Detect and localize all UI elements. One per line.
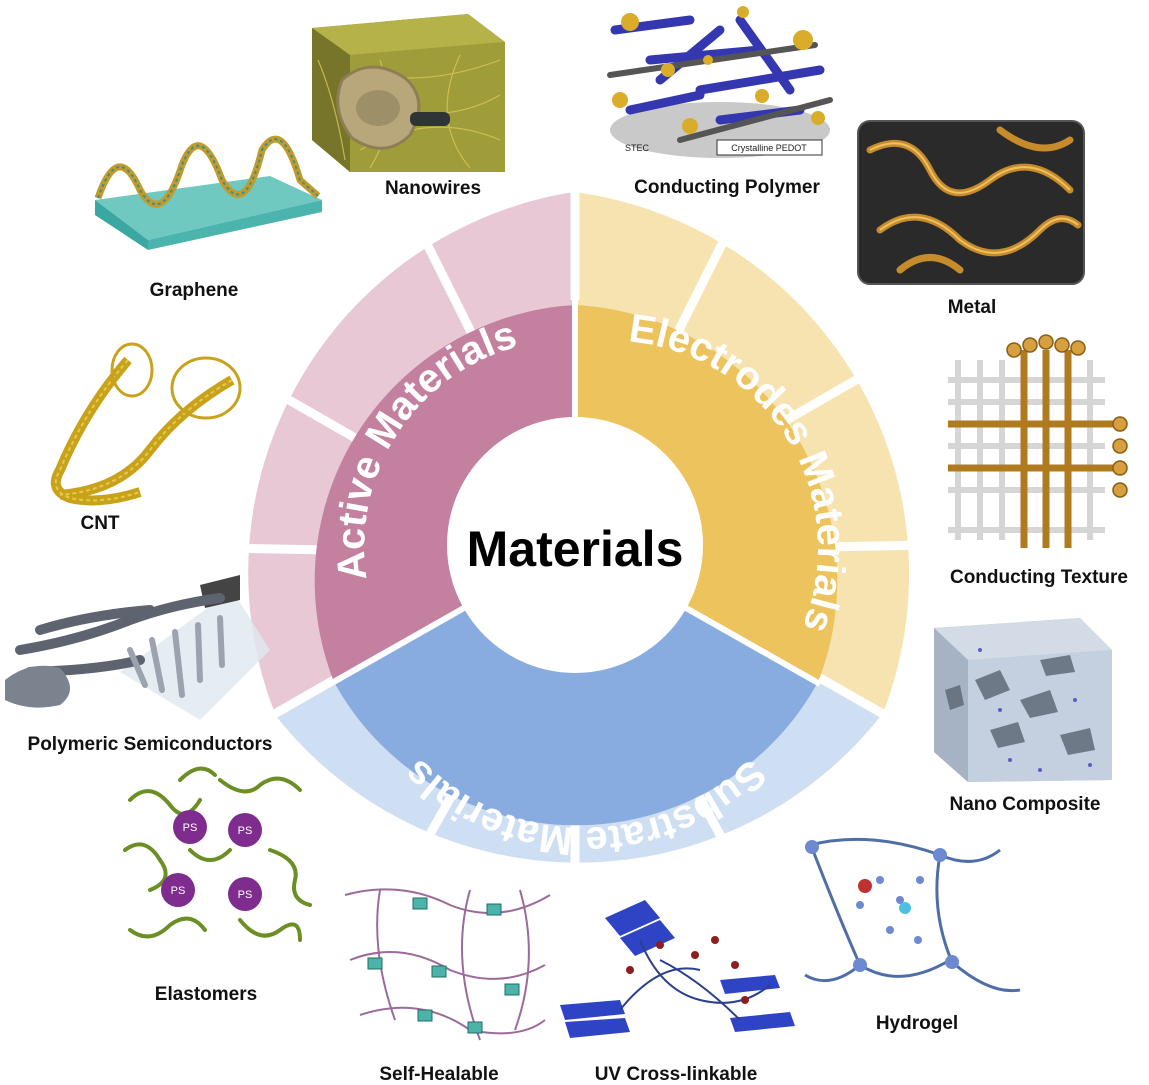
metal-illustration bbox=[857, 120, 1085, 285]
uv-cross-linkable-illustration bbox=[560, 900, 795, 1038]
conducting-polymer-label: Conducting Polymer bbox=[634, 177, 820, 198]
graphene-illustration bbox=[94, 135, 322, 250]
crystalline-pedot-caption: Crystalline PEDOT bbox=[731, 143, 807, 153]
electrodes-sector bbox=[575, 305, 838, 682]
nanowires-label: Nanowires bbox=[385, 178, 481, 199]
ps-bead-label: PS bbox=[238, 825, 253, 837]
metal-label: Metal bbox=[948, 297, 997, 318]
ps-beads bbox=[161, 810, 262, 911]
nano-composite-label: Nano Composite bbox=[950, 794, 1101, 815]
hydrogel-label: Hydrogel bbox=[876, 1013, 958, 1034]
conducting-polymer-illustration: STEC Crystalline PEDOT bbox=[606, 0, 833, 158]
ps-bead-label: PS bbox=[238, 889, 253, 901]
center-disc bbox=[447, 417, 703, 673]
polymeric-semiconductors-illustration bbox=[5, 575, 270, 720]
center-label: Materials bbox=[467, 521, 684, 577]
uv-cross-linkable-label: UV Cross-linkable bbox=[595, 1064, 758, 1085]
elastomers-label: Elastomers bbox=[155, 984, 257, 1005]
stec-caption: STEC bbox=[625, 143, 650, 153]
self-healable-illustration bbox=[344, 888, 551, 1041]
ps-bead-label: PS bbox=[183, 822, 198, 834]
graphene-label: Graphene bbox=[150, 280, 239, 301]
conducting-texture-illustration bbox=[948, 334, 1128, 548]
nano-composite-illustration bbox=[934, 618, 1112, 782]
cnt-label: CNT bbox=[80, 513, 119, 534]
polymeric-semiconductors-label: Polymeric Semiconductors bbox=[28, 734, 273, 755]
cnt-illustration bbox=[50, 342, 242, 506]
ring-wheel: Materials Active Materials Electrodes Ma… bbox=[220, 192, 931, 905]
active-sector bbox=[314, 305, 575, 682]
hydrogel-illustration bbox=[804, 837, 1021, 993]
ps-bead-label: PS bbox=[171, 885, 186, 897]
nanowires-illustration bbox=[312, 14, 505, 172]
elastomers-illustration: PS PS PS PS bbox=[123, 766, 312, 942]
conducting-texture-label: Conducting Texture bbox=[950, 567, 1128, 588]
self-healable-label: Self-Healable bbox=[379, 1064, 498, 1085]
